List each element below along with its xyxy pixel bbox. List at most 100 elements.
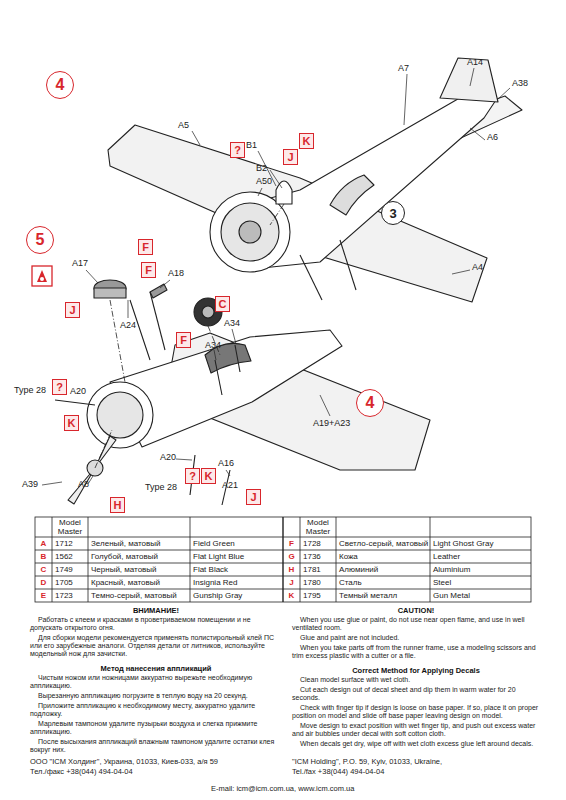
leader-line [470,128,485,140]
part-number: A24 [120,320,136,330]
leader-line [86,270,98,283]
table-cell: Черный, матовый [91,563,157,576]
leader-line [470,68,474,86]
table-cell: Голубой, матовый [91,550,158,563]
wheel-hub [202,306,214,318]
paint-callout: J [246,489,261,505]
callout-letter: J [287,152,293,163]
leader-line [160,280,170,288]
part-number: A5 [178,120,189,130]
table-cell: Зеленый, матовый [91,537,160,550]
part-number: A7 [398,63,409,73]
paint-callout: J [283,149,298,165]
assembly-line [270,204,284,225]
callout-letter: F [180,335,187,346]
table-cell: 1728 [303,537,321,550]
step-number: 4 [56,77,65,93]
instruction-text: После высыхания аппликаций влажным тампо… [30,738,282,754]
part-number: A8 [78,479,89,489]
section-heading: ВНИМАНИЕ! [30,606,282,615]
table-cell: Aluminium [433,563,470,576]
table-cell: Красный, матовый [91,576,160,589]
table-cell: Insignia Red [193,576,237,589]
paint-callout: K [299,133,314,149]
table-cell: Steel [433,576,451,589]
assembly-line [110,300,125,382]
leader-line [320,395,330,416]
table-grid [35,517,531,602]
instruction-text: Марлевым тампоном удалите пузырьки возду… [30,720,282,736]
table-cell: 1562 [55,550,73,563]
callout-letter: K [68,418,76,429]
paint-letter: A [35,537,52,550]
leader-line [404,74,407,125]
part-number: A21 [222,480,238,490]
table-cell: Gun Metal [433,589,470,602]
table-cell: Алюминий [339,563,378,576]
engine-hub [239,221,261,243]
instruction-text: Чистым ножом или ножницами аккуратно выр… [30,674,282,690]
callout-letter: H [114,500,122,511]
part-number: A4 [472,262,483,272]
paint-letter: G [283,550,300,563]
table-cell: 1781 [303,563,321,576]
paint-callout: C [215,296,230,312]
part-number: A18 [168,268,184,278]
step-circle: 4 [356,389,384,417]
part-number: A19+A23 [313,418,350,428]
leader-line [226,470,230,476]
table-cell: 1795 [303,589,321,602]
leader-line [452,270,470,274]
leader-line [192,131,200,145]
paint-letter: B [35,550,52,563]
part-number: A50 [256,176,272,186]
instruction-text: Clean model surface with wet cloth. [292,676,540,684]
paint-letter: D [35,576,52,589]
callout-letter: J [69,305,75,316]
instruction-text: Check with finger tip if design is loose… [292,704,540,720]
paint-letter: E [35,589,52,602]
part-number: A16 [218,458,234,468]
step-number: 5 [36,232,45,248]
part-number: A34 [205,340,221,350]
table-cell: Сталь [339,576,362,589]
paint-callout: ? [52,379,67,395]
part-number: B1 [246,140,257,150]
table-cell: 1712 [55,537,73,550]
part-number: A38 [512,78,528,88]
leader-line [176,459,192,460]
part-number: A20 [160,452,176,462]
part-number: A34 [224,318,240,328]
cowl-front [221,203,279,261]
callout-letter: C [219,299,227,310]
strut [150,292,165,350]
table-cell: Light Ghost Gray [433,537,493,550]
instruction-text: When decals get dry, wipe off with wet c… [292,740,540,748]
tail-fin [440,58,498,102]
callout-letter: F [145,265,152,276]
table-cell: 1705 [55,576,73,589]
paint-letter: J [283,576,300,589]
paint-callout: H [110,497,125,513]
table-cell: Flat Light Blue [193,550,244,563]
paint-callout: ? [230,142,245,158]
pipe [55,400,95,405]
paint-letter: H [283,563,300,576]
instruction-text: When you use glue or paint, do not use n… [292,616,540,632]
strut [215,360,222,395]
section-heading: CAUTION! [292,606,540,615]
table-header: Model Master [52,518,88,536]
table-cell: Темный металл [339,589,397,602]
instruction-text: Работать с клеем и красками в проветрива… [30,616,282,632]
gear-leg [190,455,195,495]
step-number: 4 [366,395,375,411]
instruction-text: Вырезанную аппликацию погрузите в теплую… [30,692,282,700]
instruction-text: Для сборки модели рекомендуется применят… [30,634,282,659]
gear-strut [340,240,356,290]
callout-letter: J [250,492,256,503]
address-line: Tel./fax +38(044) 494-04-04 [292,767,384,776]
lower-cowl [87,382,153,448]
lower-cowl-front [97,392,143,438]
strut [130,300,150,360]
address-line: Тел./факс +38(044) 494-04-04 [30,767,133,776]
